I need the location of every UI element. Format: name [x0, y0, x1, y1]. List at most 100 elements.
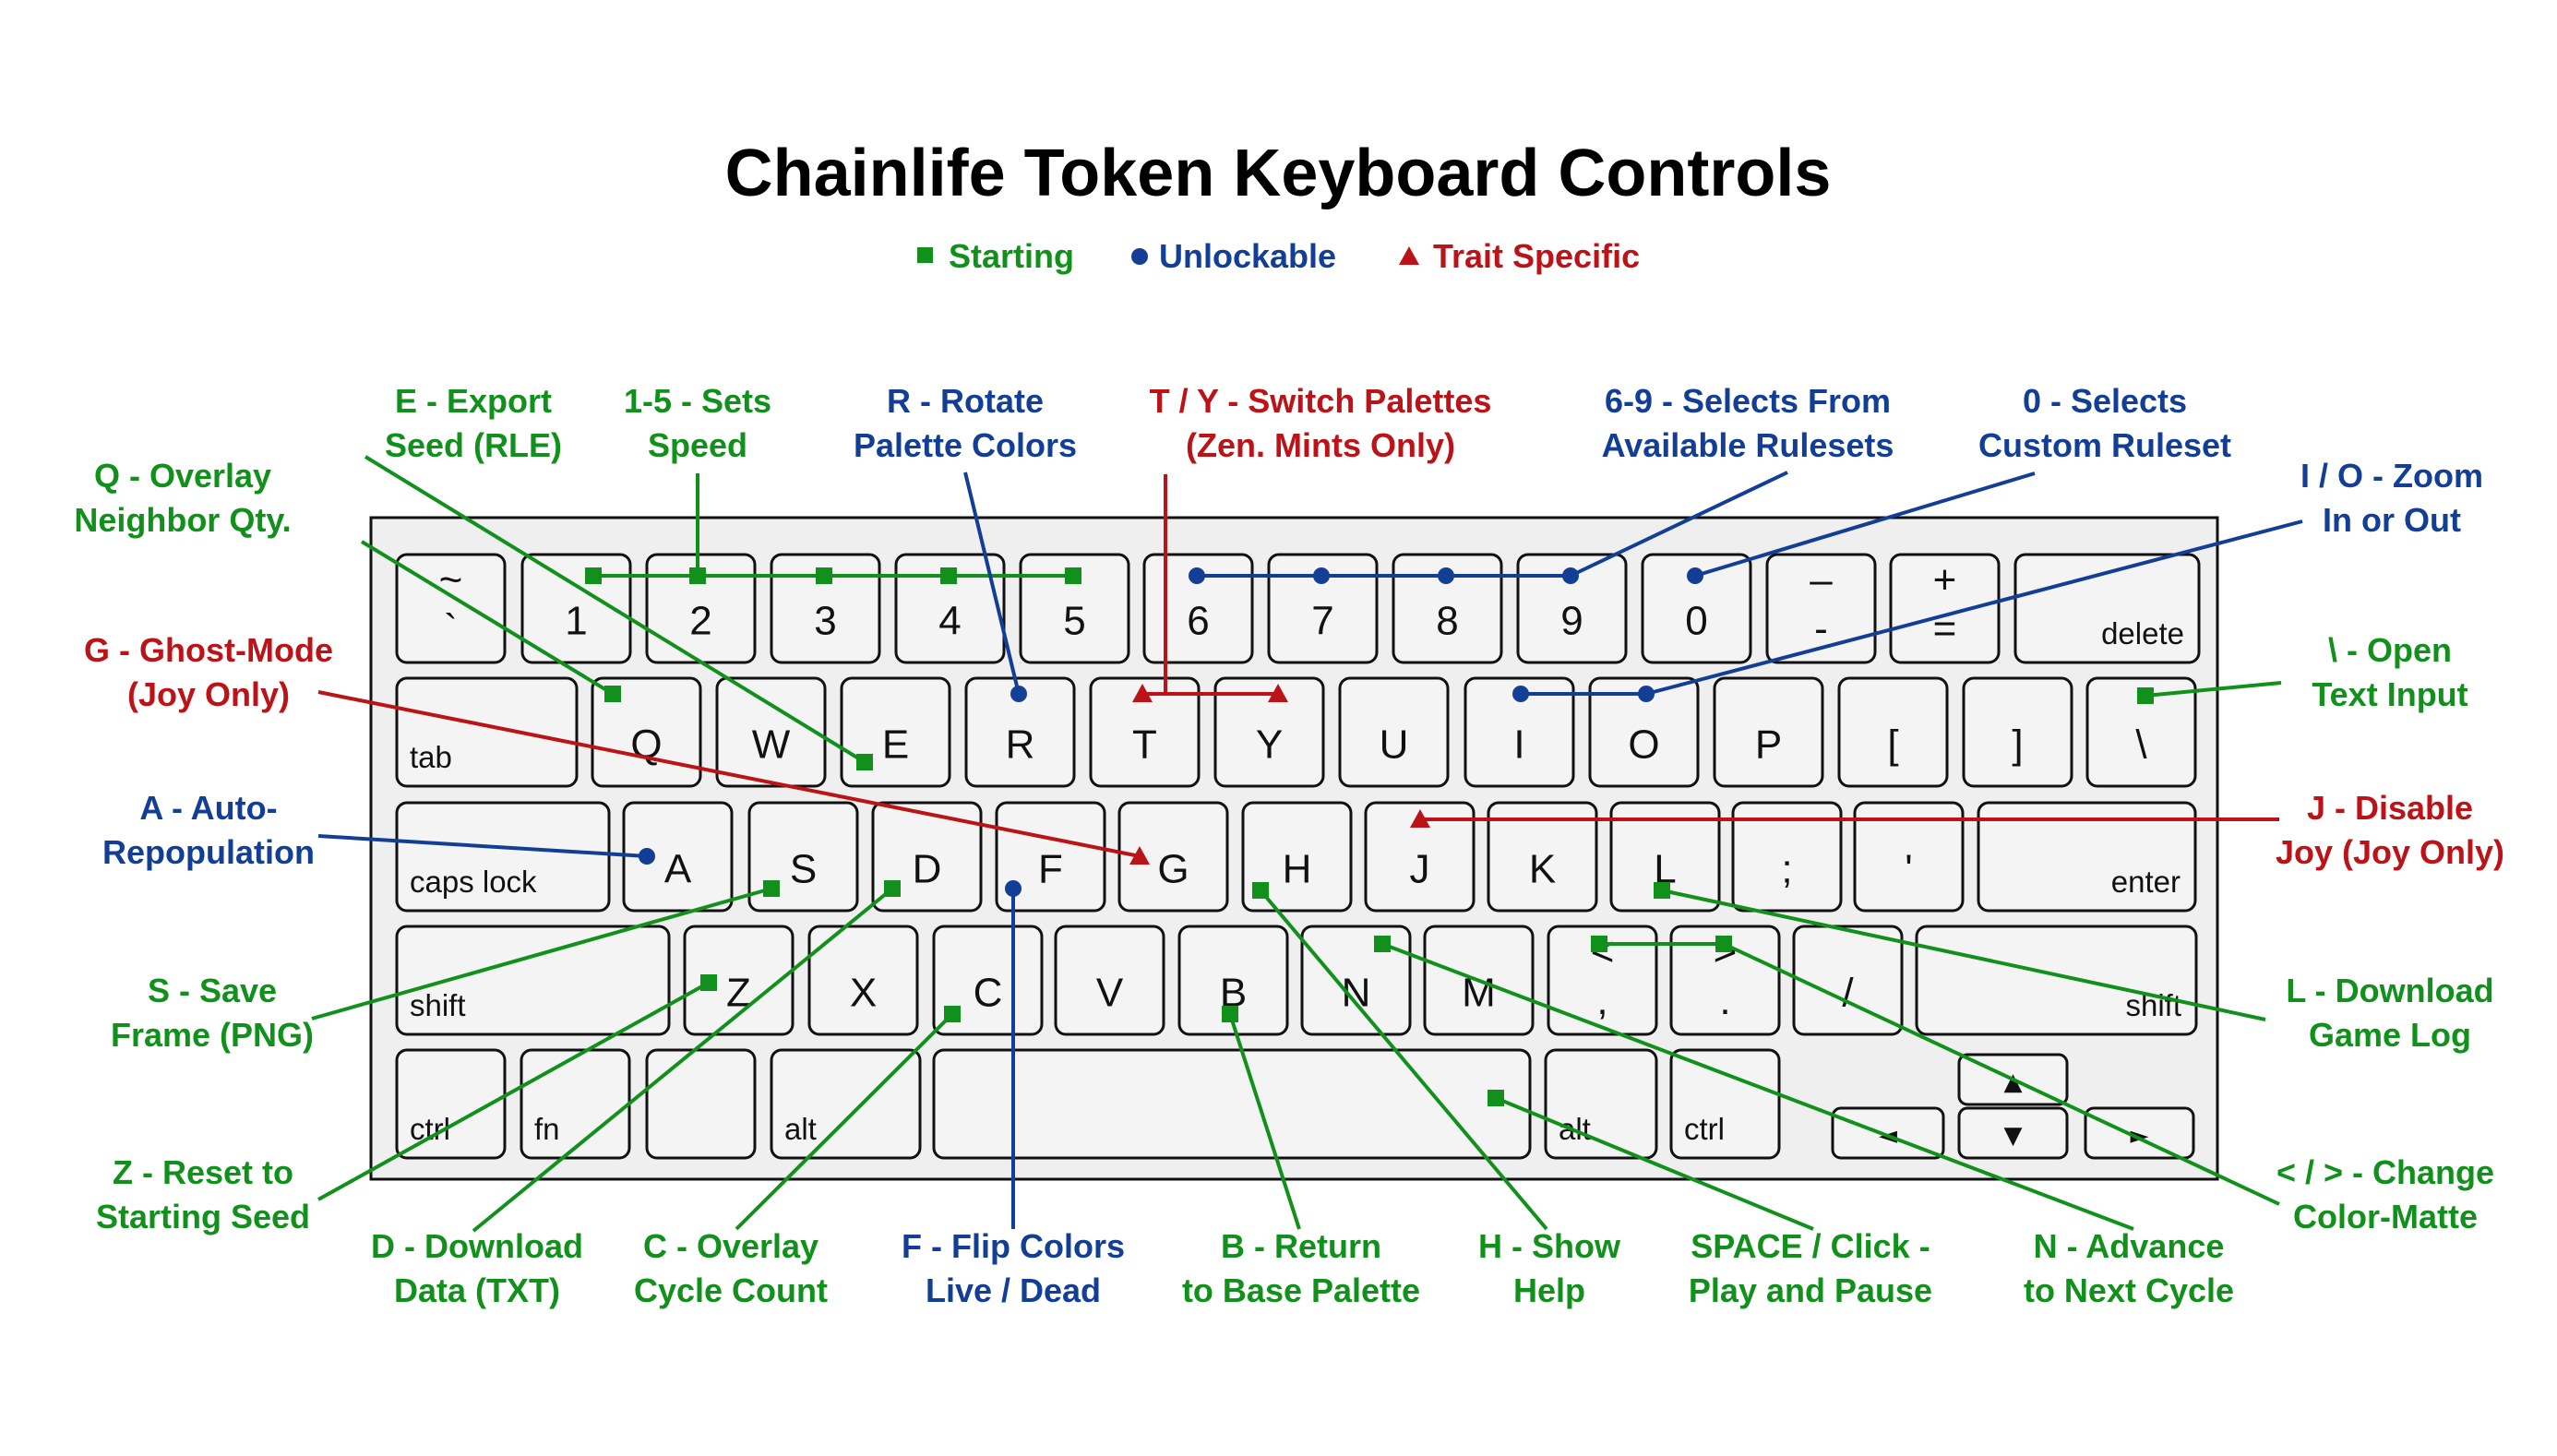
key-undefined-undefined[interactable] [645, 1048, 757, 1160]
key-0[interactable]: 0 [1641, 553, 1752, 664]
callout-sets-line-2: Speed [648, 426, 747, 464]
arrow-down-key[interactable]: ▼ [1957, 1106, 2069, 1160]
callout-b-line-1: B - Return [1221, 1227, 1381, 1265]
key-caps-lock[interactable]: caps lock [395, 801, 611, 913]
leader-sel0 [1694, 471, 2036, 578]
key-alt[interactable]: alt [770, 1048, 922, 1160]
key-label: 7 [1311, 599, 1333, 644]
key-t[interactable]: T [1089, 676, 1201, 788]
callout-e-line-2: Seed (RLE) [385, 426, 562, 464]
key-n[interactable]: N [1300, 925, 1412, 1036]
key-8[interactable]: 8 [1392, 553, 1503, 664]
callout-sel0-line-2: Custom Ruleset [1978, 426, 2231, 464]
key-f[interactable]: F [995, 801, 1106, 913]
leader-lines [311, 455, 2303, 1233]
key-label: 1 [565, 599, 587, 644]
key-blank[interactable]: ] [1962, 676, 2073, 788]
key-a[interactable]: A [622, 801, 734, 913]
key-label: tab [410, 740, 452, 774]
legend-square-marker [917, 247, 933, 263]
key-4[interactable]: 4 [894, 553, 1006, 664]
arrow-down-icon: ▼ [2004, 1122, 2023, 1150]
callout-sets-line-1: 1-5 - Sets [624, 382, 771, 420]
key-label: fn [534, 1112, 560, 1146]
key-5[interactable]: 5 [1019, 553, 1130, 664]
key-v[interactable]: V [1054, 925, 1165, 1036]
key-y[interactable]: Y [1213, 676, 1325, 788]
key-blank[interactable]: \ [2085, 676, 2197, 788]
callout-io-line-1: I / O - Zoom [2300, 457, 2483, 495]
marker-d [884, 880, 901, 897]
key-shift[interactable]: shift [1915, 925, 2198, 1036]
key-blank[interactable]: += [1889, 553, 2001, 664]
key-blank[interactable]: [ [1837, 676, 1949, 788]
key-label: D [913, 847, 942, 892]
marker-a [639, 848, 655, 865]
key-p[interactable]: P [1713, 676, 1824, 788]
key-label-bottom: - [1814, 606, 1828, 651]
callout-j-line-1: J - Disable [2307, 789, 2473, 827]
marker-gt [1715, 936, 1732, 952]
key-label: Y [1256, 722, 1283, 768]
key-tab[interactable]: tab [395, 676, 579, 788]
key-1[interactable]: 1 [520, 553, 632, 664]
callout-q-line-1: Q - Overlay [94, 457, 271, 495]
key-delete[interactable]: delete [2013, 553, 2201, 664]
key-label: alt [784, 1112, 817, 1146]
marker-backslash [2137, 687, 2154, 704]
key-blank[interactable]: ; [1731, 801, 1843, 913]
key-u[interactable]: U [1338, 676, 1450, 788]
key-label: 3 [814, 599, 836, 644]
key-fn[interactable]: fn [520, 1048, 631, 1160]
key-j[interactable]: J [1364, 801, 1476, 913]
key-z[interactable]: Z [683, 925, 795, 1036]
key-h[interactable]: H [1241, 801, 1353, 913]
callout-lt-line-1: < / > - Change [2276, 1153, 2494, 1191]
key-label: 9 [1560, 599, 1583, 644]
key-k[interactable]: K [1487, 801, 1598, 913]
key-q[interactable]: Q [591, 676, 702, 788]
key-x[interactable]: X [807, 925, 919, 1036]
legend-starting: Starting [949, 237, 1074, 275]
arrow-right-key[interactable]: ► [2084, 1106, 2195, 1160]
key-6[interactable]: 6 [1142, 553, 1254, 664]
key-label-bottom: . [1719, 978, 1730, 1023]
leader-c [735, 1012, 954, 1231]
key-enter[interactable]: enter [1977, 801, 2197, 913]
key-blank[interactable]: / [1792, 925, 1904, 1036]
key-2[interactable]: 2 [645, 553, 757, 664]
key-undefined-undefined[interactable] [932, 1048, 1532, 1160]
key-o[interactable]: O [1588, 676, 1700, 788]
key-ctrl[interactable]: ctrl [1669, 1048, 1781, 1160]
key-3[interactable]: 3 [770, 553, 881, 664]
callout-sel69-line-1: 6-9 - Selects From [1605, 382, 1891, 420]
key-9[interactable]: 9 [1516, 553, 1628, 664]
callout-l-line-1: L - Download [2286, 972, 2493, 1009]
key-shift[interactable]: shift [395, 925, 671, 1036]
marker-z [700, 974, 717, 991]
marker-n [1374, 936, 1391, 952]
key-g[interactable]: G [1117, 801, 1229, 913]
key-7[interactable]: 7 [1267, 553, 1379, 664]
key-blank[interactable]: –- [1765, 553, 1877, 664]
key-label: P [1755, 722, 1782, 768]
diagram-title: Chainlife Token Keyboard Controls [725, 137, 1832, 210]
key-i[interactable]: I [1464, 676, 1575, 788]
marker-y [1268, 684, 1288, 702]
key-blank[interactable]: ' [1853, 801, 1965, 913]
marker-6 [1189, 567, 1205, 584]
key-w[interactable]: W [715, 676, 827, 788]
leader-lt-gt [1723, 942, 2280, 1206]
marker-j [1410, 809, 1430, 828]
key-blank[interactable]: ~` [395, 553, 507, 664]
key-r[interactable]: R [964, 676, 1076, 788]
key-l[interactable]: L [1609, 801, 1721, 913]
callout-r-line-2: Palette Colors [854, 426, 1077, 464]
callout-s-line-1: S - Save [148, 972, 277, 1009]
